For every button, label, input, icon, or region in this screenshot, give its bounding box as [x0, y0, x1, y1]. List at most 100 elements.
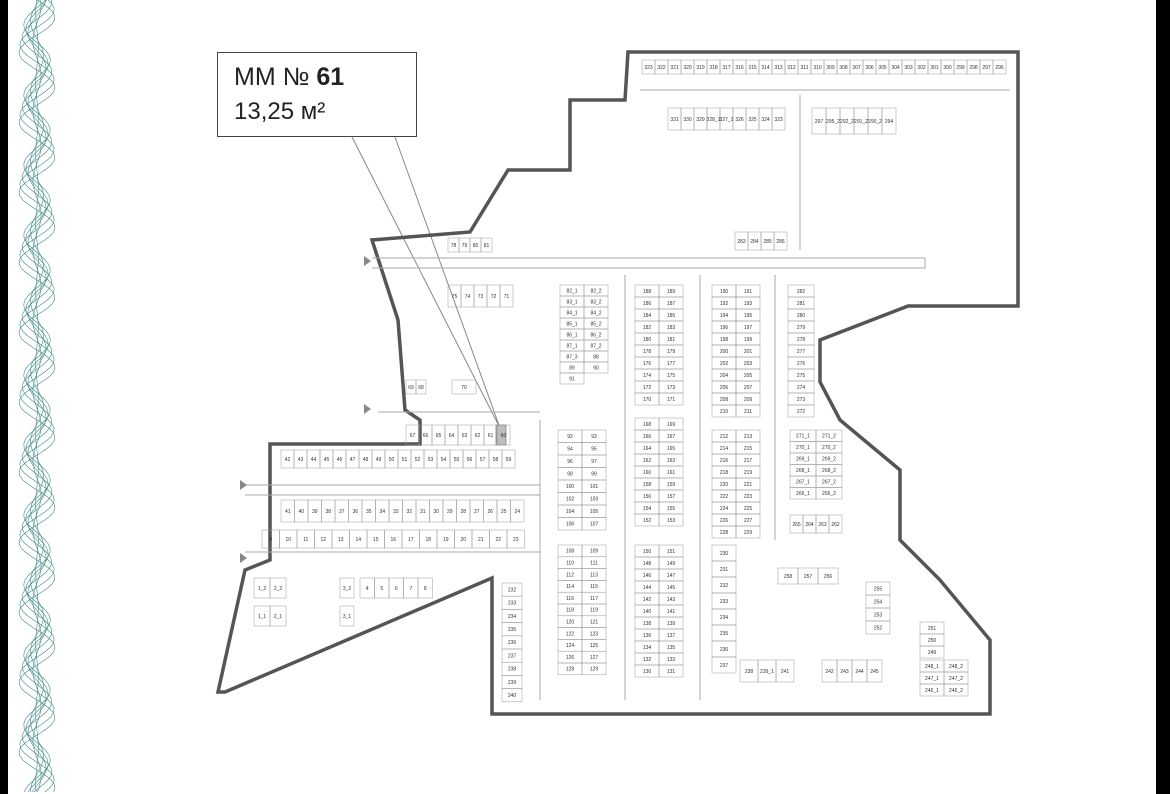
parking-space-303[interactable]: 303: [901, 59, 916, 75]
parking-space-126[interactable]: 126: [557, 650, 583, 664]
parking-space-307[interactable]: 307: [849, 59, 864, 75]
parking-space-153[interactable]: 153: [658, 513, 684, 527]
parking-space-83_2[interactable]: 83_2: [583, 295, 609, 308]
parking-space-298[interactable]: 298: [966, 59, 981, 75]
parking-space-236[interactable]: 236: [501, 635, 523, 650]
parking-space-173[interactable]: 173: [658, 380, 684, 394]
parking-space-104[interactable]: 104: [557, 504, 583, 518]
parking-space-269_1[interactable]: 269_1: [789, 452, 817, 465]
parking-space-219[interactable]: 219: [735, 465, 761, 479]
parking-space-16[interactable]: 16: [384, 529, 403, 549]
parking-space-268_2[interactable]: 268_2: [815, 464, 843, 477]
parking-space-170[interactable]: 170: [634, 392, 660, 406]
parking-space-171[interactable]: 171: [658, 392, 684, 406]
parking-space-267_2[interactable]: 267_2: [815, 475, 843, 488]
parking-space-189[interactable]: 189: [658, 284, 684, 298]
parking-space-1_2[interactable]: 1_2: [253, 577, 271, 599]
parking-space-68[interactable]: 68: [415, 379, 427, 395]
parking-space-326[interactable]: 326: [732, 107, 747, 131]
parking-space-248_2[interactable]: 248_2: [943, 659, 969, 673]
parking-space-203[interactable]: 203: [735, 356, 761, 370]
parking-space-56[interactable]: 56: [462, 449, 477, 469]
parking-space-97[interactable]: 97: [581, 454, 607, 468]
parking-space-52[interactable]: 52: [410, 449, 425, 469]
parking-space-160[interactable]: 160: [634, 465, 660, 479]
parking-space-134[interactable]: 134: [634, 640, 660, 654]
parking-space-27[interactable]: 27: [469, 499, 484, 523]
parking-space-12[interactable]: 12: [314, 529, 333, 549]
parking-space-323[interactable]: 323: [641, 59, 656, 75]
parking-space-237[interactable]: 237: [501, 648, 523, 663]
parking-space-174[interactable]: 174: [634, 368, 660, 382]
parking-space-86_1[interactable]: 86_1: [559, 328, 585, 341]
parking-space-243[interactable]: 243: [836, 659, 853, 683]
parking-space-309[interactable]: 309: [823, 59, 838, 75]
parking-space-11[interactable]: 11: [296, 529, 315, 549]
parking-space-148[interactable]: 148: [634, 556, 660, 570]
parking-space-265[interactable]: 265: [789, 514, 804, 534]
parking-space-283[interactable]: 283: [734, 231, 749, 251]
parking-space-37[interactable]: 37: [334, 499, 349, 523]
parking-space-223[interactable]: 223: [735, 489, 761, 503]
parking-space-3_1[interactable]: 3_1: [339, 605, 355, 627]
parking-space-205[interactable]: 205: [735, 368, 761, 382]
parking-space-236[interactable]: 236: [711, 640, 737, 658]
parking-space-247_1[interactable]: 247_1: [919, 671, 945, 685]
parking-space-142[interactable]: 142: [634, 592, 660, 606]
parking-space-250[interactable]: 250: [919, 633, 945, 647]
parking-space-240[interactable]: 240: [501, 688, 523, 703]
parking-space-215[interactable]: 215: [735, 441, 761, 455]
parking-space-73[interactable]: 73: [473, 284, 488, 308]
parking-space-150[interactable]: 150: [634, 544, 660, 558]
parking-space-79[interactable]: 79: [458, 237, 471, 253]
parking-space-88[interactable]: 88: [583, 350, 609, 363]
parking-space-51[interactable]: 51: [397, 449, 412, 469]
parking-space-278[interactable]: 278: [787, 332, 815, 346]
parking-space-102[interactable]: 102: [557, 492, 583, 506]
parking-space-263[interactable]: 263: [815, 514, 830, 534]
parking-space-295_2[interactable]: 295_2: [825, 107, 841, 135]
parking-space-208[interactable]: 208: [711, 392, 737, 406]
parking-space-125[interactable]: 125: [581, 639, 607, 652]
parking-space-74[interactable]: 74: [460, 284, 475, 308]
parking-space-147[interactable]: 147: [658, 568, 684, 582]
parking-space-120[interactable]: 120: [557, 615, 583, 628]
parking-space-330[interactable]: 330: [680, 107, 695, 131]
parking-space-317[interactable]: 317: [719, 59, 734, 75]
parking-space-211[interactable]: 211: [735, 404, 761, 418]
parking-space-3_2[interactable]: 3_2: [339, 577, 355, 599]
parking-space-15[interactable]: 15: [366, 529, 385, 549]
parking-space-190[interactable]: 190: [711, 284, 737, 298]
parking-space-152[interactable]: 152: [634, 513, 660, 527]
parking-space-57[interactable]: 57: [475, 449, 490, 469]
parking-space-329[interactable]: 329: [693, 107, 708, 131]
parking-space-281[interactable]: 281: [787, 296, 815, 310]
parking-space-251[interactable]: 251: [919, 621, 945, 635]
parking-space-284[interactable]: 284: [747, 231, 762, 251]
parking-space-194[interactable]: 194: [711, 308, 737, 322]
parking-space-299[interactable]: 299: [953, 59, 968, 75]
parking-space-136[interactable]: 136: [634, 628, 660, 642]
parking-space-115[interactable]: 115: [581, 580, 607, 593]
parking-space-17[interactable]: 17: [401, 529, 420, 549]
parking-space-166[interactable]: 166: [634, 429, 660, 443]
parking-space-35[interactable]: 35: [361, 499, 376, 523]
parking-space-325[interactable]: 325: [745, 107, 760, 131]
parking-space-177[interactable]: 177: [658, 356, 684, 370]
parking-space-31[interactable]: 31: [415, 499, 430, 523]
parking-space-297[interactable]: 297: [979, 59, 994, 75]
parking-space-87_3[interactable]: 87_3: [559, 350, 585, 363]
parking-space-311[interactable]: 311: [797, 59, 812, 75]
parking-space-59[interactable]: 59: [501, 449, 516, 469]
parking-space-266_1[interactable]: 266_1: [789, 487, 817, 500]
parking-space-24[interactable]: 24: [510, 499, 525, 523]
parking-space-33[interactable]: 33: [388, 499, 403, 523]
parking-space-91[interactable]: 91: [559, 372, 585, 385]
parking-space-191[interactable]: 191: [735, 284, 761, 298]
parking-space-48[interactable]: 48: [358, 449, 373, 469]
parking-space-245[interactable]: 245: [866, 659, 883, 683]
parking-space-1_1[interactable]: 1_1: [253, 605, 271, 627]
parking-space-322[interactable]: 322: [654, 59, 669, 75]
parking-space-249[interactable]: 249: [919, 645, 945, 659]
parking-space-100[interactable]: 100: [557, 479, 583, 493]
